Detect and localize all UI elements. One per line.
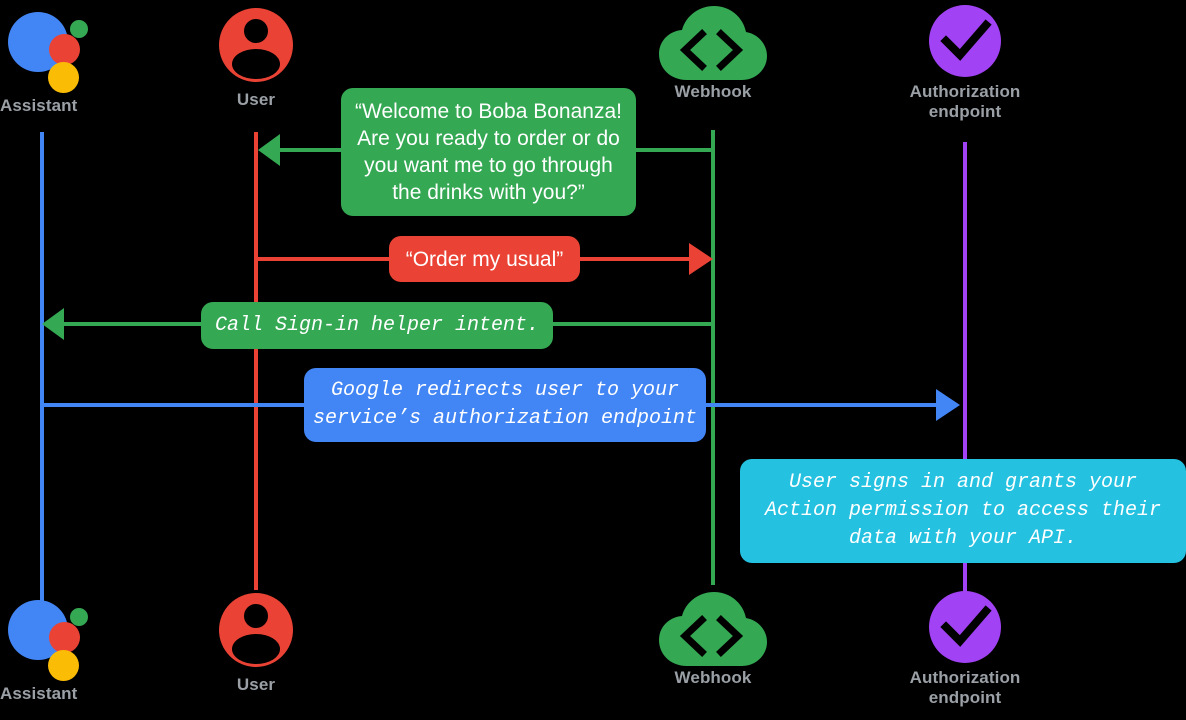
purple-check-svg [929,5,1001,77]
message-text-signs-in: User signs in and grants your Action per… [764,471,1162,550]
actor-label-webhook: Webhook [674,668,752,687]
assistant-dot-yellow [48,62,79,93]
lifeline-auth [963,142,967,599]
lifeline-webhook [711,130,715,585]
actor-label-assistant: Assistant [0,96,78,115]
message-text-welcome: “Welcome to Boba Bonanza! Are you ready … [355,100,622,204]
google-assistant-logo [0,596,92,681]
purple-check-icon [928,590,1002,664]
user-avatar-head [244,19,268,43]
purple-check-svg [929,591,1001,663]
actor-label-assistant: Assistant [0,684,78,703]
lifeline-assistant [40,132,44,605]
assistant-dot-green [70,608,88,626]
message-text-redirect: Google redirects user to your service’s … [312,379,698,430]
actor-label-user: User [236,675,276,694]
purple-check-icon [928,4,1002,78]
actor-auth-bottom: Authorization endpoint [880,590,1050,708]
message-arrowhead-welcome [258,134,280,166]
actor-assistant-top: Assistant [0,8,92,116]
user-avatar-body [232,634,280,664]
actor-label-webhook: Webhook [674,82,752,101]
assistant-dot-green [70,20,88,38]
actor-auth-top: Authorization endpoint [880,4,1050,122]
assistant-dot-red [49,34,80,65]
lifeline-user [254,132,258,590]
message-bubble-signin: Call Sign-in helper intent. [201,302,553,349]
cloud-code-svg [659,592,767,666]
message-text-signin: Call Sign-in helper intent. [214,313,540,337]
message-bubble-signs-in: User signs in and grants your Action per… [740,459,1186,563]
user-avatar-icon [219,8,293,82]
actor-label-user: User [236,90,276,109]
assistant-dot-yellow [48,650,79,681]
actor-webhook-top: Webhook [657,4,769,102]
message-arrowhead-redirect [936,389,960,421]
user-avatar-body [232,49,280,79]
message-arrowhead-signin [42,308,64,340]
message-text-order: “Order my usual” [405,247,564,271]
google-assistant-logo [0,8,92,93]
user-avatar-head [244,604,268,628]
actor-webhook-bottom: Webhook [657,590,769,688]
cloud-code-icon [657,590,769,666]
cloud-code-icon [657,4,769,80]
assistant-dot-red [49,622,80,653]
actor-user-bottom: User [198,593,314,695]
actor-assistant-bottom: Assistant [0,596,92,704]
actor-user-top: User [198,8,314,110]
message-bubble-order: “Order my usual” [389,236,580,282]
user-avatar-icon [219,593,293,667]
actor-label-auth: Authorization endpoint [909,82,1021,121]
message-arrowhead-order [689,243,713,275]
message-bubble-welcome: “Welcome to Boba Bonanza! Are you ready … [341,88,636,216]
actor-label-auth: Authorization endpoint [909,668,1021,707]
cloud-code-svg [659,6,767,80]
message-bubble-redirect: Google redirects user to your service’s … [304,368,706,442]
